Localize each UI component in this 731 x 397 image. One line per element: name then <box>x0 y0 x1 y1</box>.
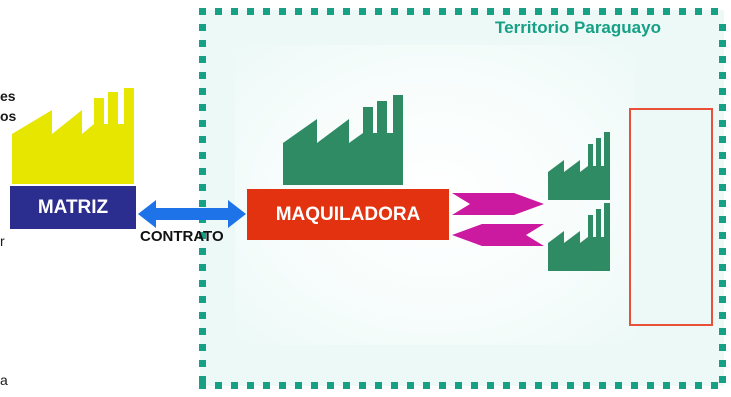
matriz-label: MATRIZ <box>37 196 109 218</box>
territory-label: Territorio Paraguayo <box>495 18 661 37</box>
factory-icon <box>548 203 610 271</box>
contract-label: CONTRATO <box>140 228 224 245</box>
right-arrow-icon <box>452 193 544 215</box>
left-text-fragment: es <box>0 88 16 104</box>
left-text-fragment: a <box>0 372 8 388</box>
left-text-fragment: r <box>0 233 5 249</box>
matriz-box: MATRIZ <box>10 186 136 229</box>
matriz-factory-icon <box>12 88 134 184</box>
factory-icon <box>548 132 610 200</box>
market-box <box>629 108 713 326</box>
left-arrow-icon <box>452 224 544 246</box>
double-arrow-icon <box>138 200 246 228</box>
maquiladora-box: MAQUILADORA <box>247 189 449 240</box>
maquiladora-label: MAQUILADORA <box>275 203 421 225</box>
left-text-fragment: os <box>0 108 17 124</box>
factory-icon <box>283 95 403 185</box>
